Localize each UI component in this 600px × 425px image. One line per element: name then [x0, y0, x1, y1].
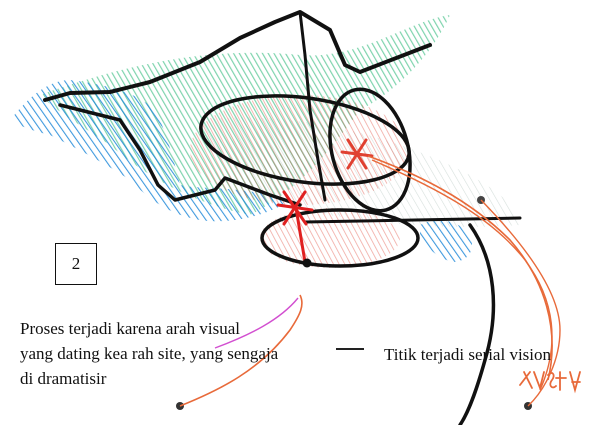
red-wash-main — [190, 95, 410, 205]
caption-left: Proses terjadi karena arah visual yang d… — [20, 316, 380, 391]
view-point-1 — [303, 259, 312, 268]
figure-number-box: 2 — [55, 243, 97, 285]
caption-right: Titik terjadi serial vision — [384, 342, 600, 367]
caption-separator — [336, 348, 364, 350]
figure-number: 2 — [72, 254, 81, 274]
red-wash-lower — [260, 208, 400, 268]
